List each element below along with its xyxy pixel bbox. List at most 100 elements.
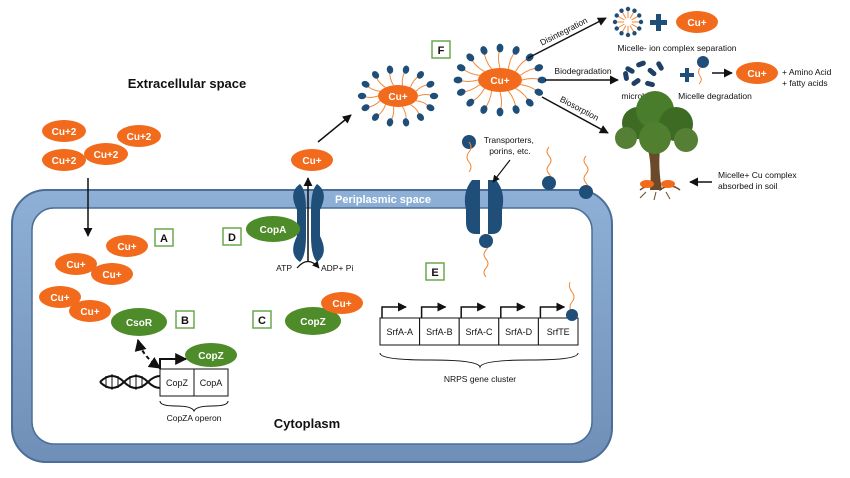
letter-box-e	[425, 262, 445, 281]
surfactant-head	[612, 19, 618, 25]
surfactant-head	[371, 71, 380, 79]
tree-icon	[615, 91, 698, 201]
promoter-arrow	[159, 353, 188, 369]
surfactant-head	[480, 46, 488, 55]
letter-box-f	[431, 40, 451, 59]
letter-box-c	[252, 310, 272, 329]
surfactant-head	[632, 8, 637, 13]
soil-line: Micelle+ Cu complex	[718, 170, 797, 180]
transporters-line: Transporters,	[484, 135, 534, 145]
extracellular-label: Extracellular space	[128, 76, 247, 91]
letter-box-a	[154, 228, 174, 247]
nrps-gene-box	[537, 317, 579, 346]
copz-protein-operon	[185, 343, 237, 367]
micelle-small: Cu+	[357, 65, 439, 127]
surfactant-head	[697, 56, 709, 68]
cu1-label: Cu+	[332, 299, 351, 310]
microbe-icon	[631, 78, 641, 86]
transporter-pointer	[492, 159, 511, 183]
surfactant-head	[579, 185, 593, 199]
letter-box-d	[222, 227, 242, 246]
surfactant-head	[638, 19, 644, 25]
surfactant-head	[637, 26, 642, 31]
atp-hydrolysis-arrow	[296, 260, 320, 269]
cu1-label: Cu+	[747, 69, 766, 80]
cu2-ion	[84, 143, 128, 165]
microbe-icon	[636, 60, 646, 68]
surfactant-head	[496, 107, 504, 117]
surfactant-head	[426, 80, 435, 88]
promoter-arrow	[381, 302, 407, 318]
operon-brace	[159, 400, 229, 413]
surfactant-head	[625, 6, 631, 12]
surfactant-head	[637, 13, 642, 18]
surfactant-head	[512, 46, 520, 55]
surfactant-head	[625, 32, 631, 38]
microbe-icon	[645, 80, 655, 88]
promoter-arrow	[420, 302, 447, 318]
copa-channel	[293, 184, 324, 262]
surfactant-head	[386, 118, 394, 127]
surfactant-head	[619, 31, 624, 36]
cu2-label: Cu+2	[94, 150, 119, 161]
surfactant-head	[512, 105, 520, 114]
microbe-icon	[623, 71, 629, 81]
surfactant-tail	[568, 281, 575, 313]
surfactant-head	[357, 92, 367, 100]
transporters-line: porins, etc.	[489, 146, 531, 156]
cytoplasm-label: Cytoplasm	[274, 416, 340, 431]
surfactant-head	[496, 43, 504, 53]
cu1-label: Cu+	[102, 270, 121, 281]
cu2-ion	[42, 120, 86, 142]
cu2-label: Cu+2	[52, 156, 77, 167]
surfactant-head	[479, 234, 493, 248]
fatty-acid-label: + fatty acids	[782, 78, 828, 88]
copz-label: CopZ	[300, 317, 326, 328]
surfactant-head	[402, 118, 410, 127]
surfactant-head	[566, 309, 578, 321]
letter-box-b	[175, 310, 195, 329]
adp-label: ADP+ Pi	[321, 263, 353, 273]
nrps-gene-label: SrfA-A	[387, 327, 414, 337]
cu1-ion	[55, 253, 97, 275]
operon-gene-label: CopA	[200, 378, 223, 388]
surfactant-head	[614, 26, 619, 31]
promoter-arrow	[460, 302, 487, 318]
surfactant-tail	[698, 67, 702, 85]
surfactant-head	[456, 64, 466, 72]
microbe-icon	[647, 67, 657, 77]
letter-b: B	[181, 315, 189, 327]
nrps-gene-label: SrfA-C	[466, 327, 494, 337]
microbe-icon	[625, 66, 635, 74]
micelle-core-cu1	[378, 85, 418, 107]
surfactant-head	[534, 88, 544, 96]
surfactant-head	[537, 76, 547, 84]
surfactant-head	[416, 71, 425, 79]
cu1-ion	[39, 286, 81, 308]
cu1-label: Cu+	[50, 293, 69, 304]
nrps-gene-box	[458, 317, 500, 346]
cu1-label: Cu+	[388, 92, 407, 103]
csor-binding-arrow	[134, 338, 161, 369]
promoter-arrow	[500, 302, 526, 318]
soil-line: absorbed in soil	[718, 181, 778, 191]
copz-label: CopZ	[198, 351, 224, 362]
exported-cu1	[291, 149, 333, 171]
cu2-label: Cu+2	[52, 127, 77, 138]
surfactant-head	[453, 76, 463, 84]
csor-label: CsoR	[126, 318, 153, 329]
csor-protein	[111, 308, 167, 336]
surfactant-head	[534, 64, 544, 72]
periplasmic-label: Periplasmic space	[335, 194, 431, 206]
atp-label: ATP	[276, 263, 292, 273]
amino-acid-label: + Amino Acid	[782, 67, 832, 77]
letter-a: A	[160, 233, 168, 245]
copz-bound-cu1	[321, 292, 363, 314]
operon-gene-copa	[193, 368, 229, 397]
released-cu1	[676, 11, 718, 33]
micelle-core-cu1	[478, 68, 522, 92]
nrps-gene-box	[498, 317, 539, 346]
surfactant-head	[371, 113, 380, 121]
